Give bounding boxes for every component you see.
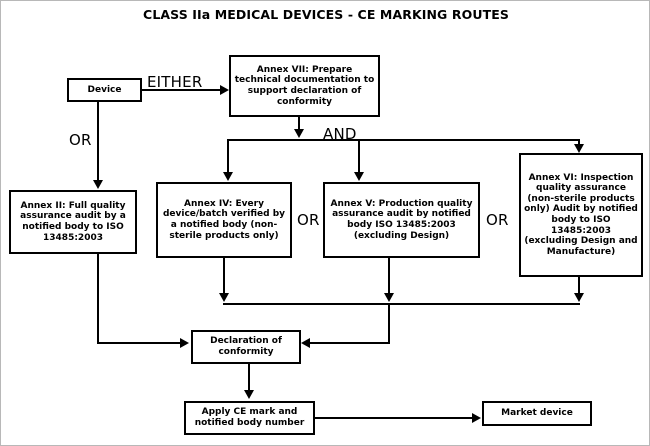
node-market-device: Market device <box>482 401 592 426</box>
edge-annexv-to-merge <box>388 258 390 296</box>
arrowhead-and-to-annexv <box>354 172 364 181</box>
node-annex-vii: Annex VII: Prepare technical documentati… <box>229 55 380 117</box>
arrowhead-and-to-annexvi <box>574 144 584 153</box>
arrowhead-annexii-to-declaration <box>180 338 189 348</box>
node-annex-iv: Annex IV: Every device/batch verified by… <box>156 182 292 258</box>
arrowhead-and-to-annexiv <box>223 172 233 181</box>
arrowhead-merge-to-declaration <box>301 338 310 348</box>
node-annex-vii-label: Annex VII: Prepare technical documentati… <box>234 64 375 107</box>
edge-merge-to-declaration <box>310 342 390 344</box>
arrowhead-annexvii-to-and-bus <box>294 129 304 138</box>
node-annex-v-label: Annex V: Production quality assurance au… <box>330 198 473 241</box>
operator-or-iv-v: OR <box>297 211 320 229</box>
arrowhead-device-to-annexvii <box>220 85 229 95</box>
arrowhead-annexiv-to-merge <box>219 293 229 302</box>
node-apply-ce-label: Apply CE mark and notified body number <box>194 407 305 428</box>
node-annex-vi: Annex VI: Inspection quality assurance (… <box>519 153 643 277</box>
edge-and-to-annexiv <box>227 139 229 175</box>
node-apply-ce-mark: Apply CE mark and notified body number <box>184 401 315 435</box>
edge-declaration-to-applyce <box>248 364 250 392</box>
node-annex-iv-label: Annex IV: Every device/batch verified by… <box>162 198 286 241</box>
edge-device-to-annexvii <box>142 89 222 91</box>
edge-and-to-annexvi <box>578 139 580 147</box>
edge-device-to-annexii <box>97 102 99 182</box>
arrowhead-annexv-to-merge <box>384 293 394 302</box>
node-declaration-label: Declaration of conformity <box>210 336 282 357</box>
edge-merge-drop <box>388 303 390 343</box>
operator-either: EITHER <box>147 73 203 91</box>
edge-and-to-annexv <box>358 139 360 175</box>
operator-or-v-vi: OR <box>486 211 509 229</box>
edge-annexvii-down-stub <box>298 117 300 132</box>
node-annex-vi-label: Annex VI: Inspection quality assurance (… <box>524 172 638 257</box>
arrowhead-applyce-to-market <box>472 413 481 423</box>
node-annex-v: Annex V: Production quality assurance au… <box>323 182 480 258</box>
edge-annexii-to-declaration <box>97 342 182 344</box>
edge-merge-bus <box>223 303 580 305</box>
node-device-label: Device <box>87 84 122 95</box>
edge-annexiv-to-merge <box>223 258 225 296</box>
node-annex-ii: Annex II: Full quality assurance audit b… <box>9 190 137 254</box>
node-declaration-of-conformity: Declaration of conformity <box>191 330 301 364</box>
edge-annexvi-to-merge <box>578 277 580 296</box>
arrowhead-annexvi-to-merge <box>574 293 584 302</box>
node-market-device-label: Market device <box>501 408 573 419</box>
edge-applyce-to-market <box>315 417 474 419</box>
edge-annexii-down <box>97 254 99 344</box>
page-title: CLASS IIa MEDICAL DEVICES - CE MARKING R… <box>143 7 509 22</box>
node-annex-ii-label: Annex II: Full quality assurance audit b… <box>20 200 126 243</box>
operator-and: AND <box>323 125 357 143</box>
arrowhead-device-to-annexii <box>93 180 103 189</box>
operator-or-device: OR <box>69 131 92 149</box>
node-device: Device <box>67 78 142 102</box>
arrowhead-declaration-to-applyce <box>244 390 254 399</box>
edge-and-bus <box>227 139 580 141</box>
